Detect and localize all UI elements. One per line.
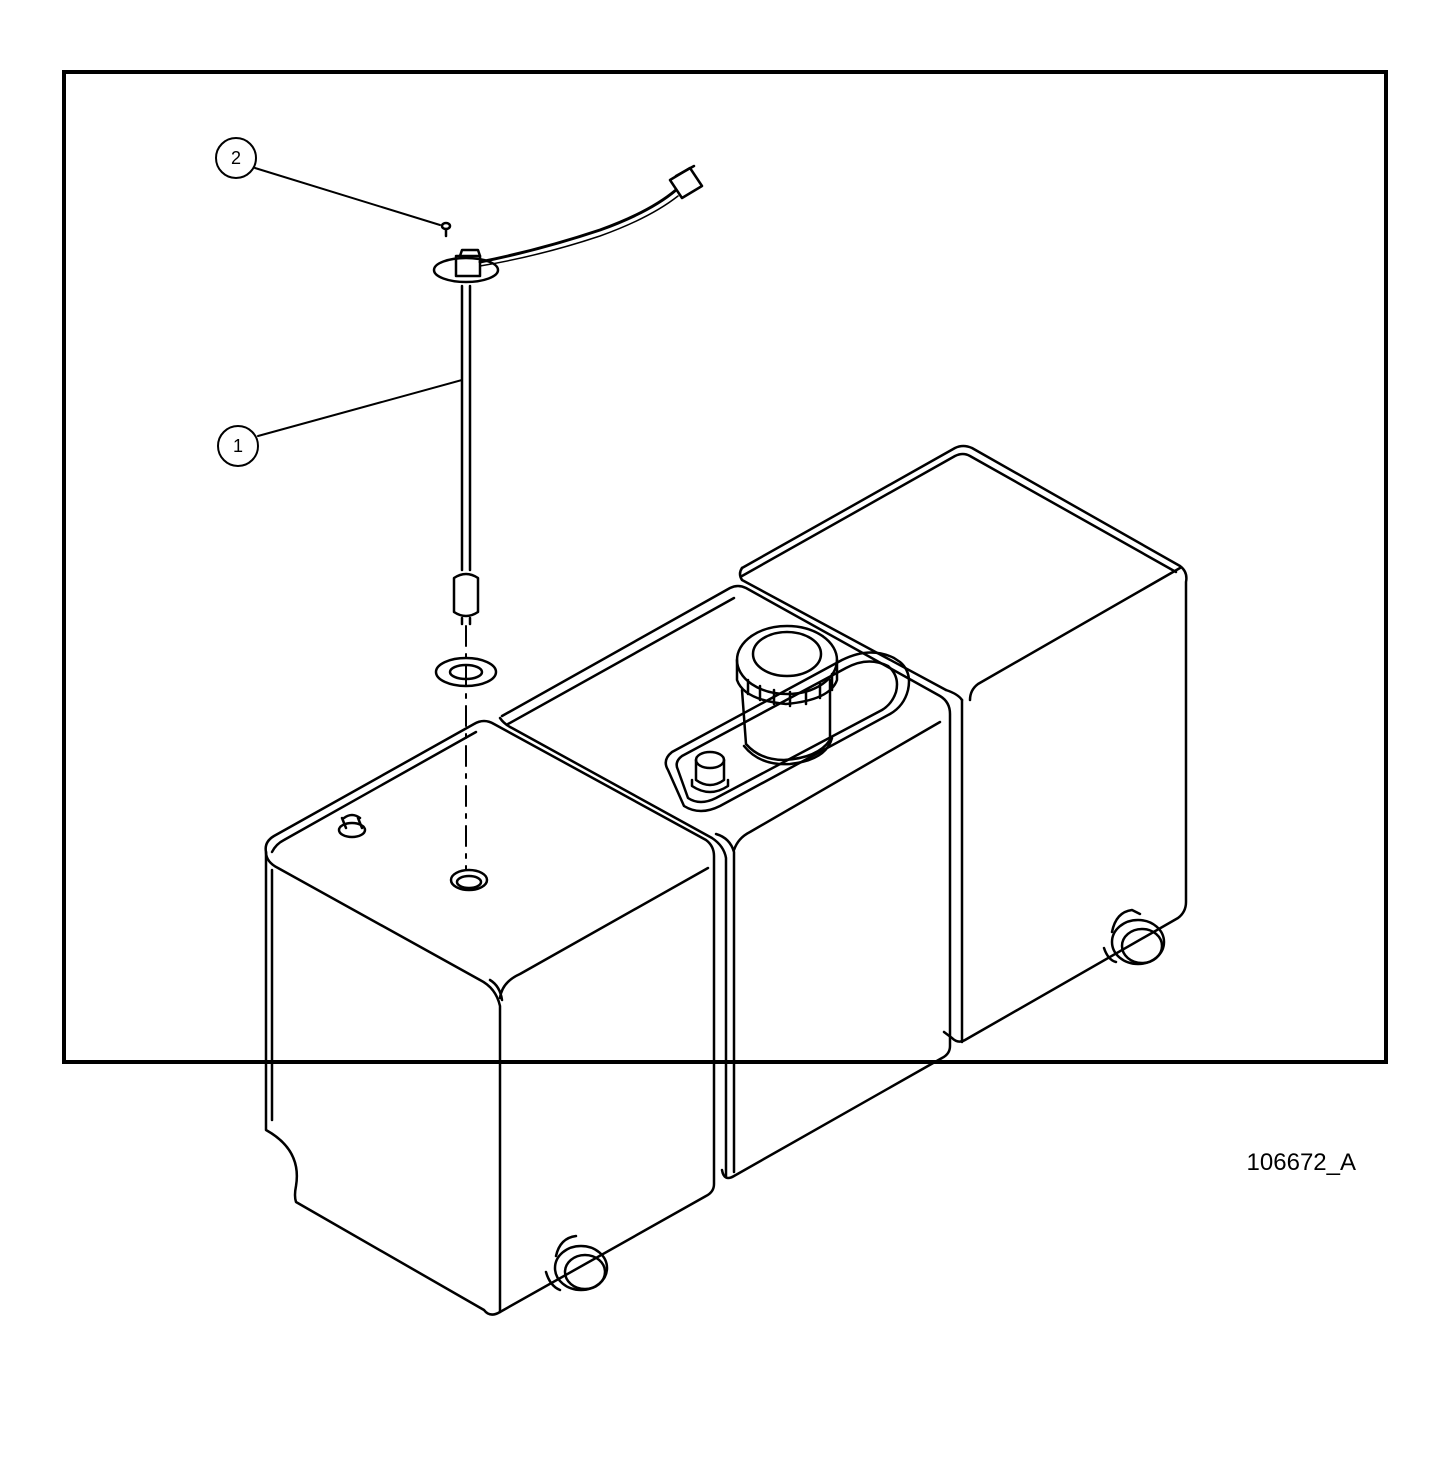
callout-1: 1 (217, 425, 259, 467)
tank-section-right (738, 444, 1188, 1044)
filler-cap (735, 624, 839, 766)
fuel-level-sender (432, 164, 704, 626)
outlet-pipe-left (553, 1244, 609, 1292)
tank-section-left (264, 719, 716, 1316)
small-fitting-left (337, 813, 367, 839)
mounting-screw (440, 221, 452, 238)
leader-line-1 (257, 379, 463, 437)
drawing-number: 106672_A (1247, 1149, 1356, 1176)
sender-opening (449, 868, 489, 892)
callout-2: 2 (215, 137, 257, 179)
callout-2-number: 2 (231, 148, 241, 168)
vent-fitting (690, 750, 730, 794)
callout-1-number: 1 (233, 436, 243, 456)
tank-section-middle (498, 584, 952, 1180)
leader-line-2 (254, 167, 441, 226)
outlet-pipe-right (1110, 918, 1166, 966)
